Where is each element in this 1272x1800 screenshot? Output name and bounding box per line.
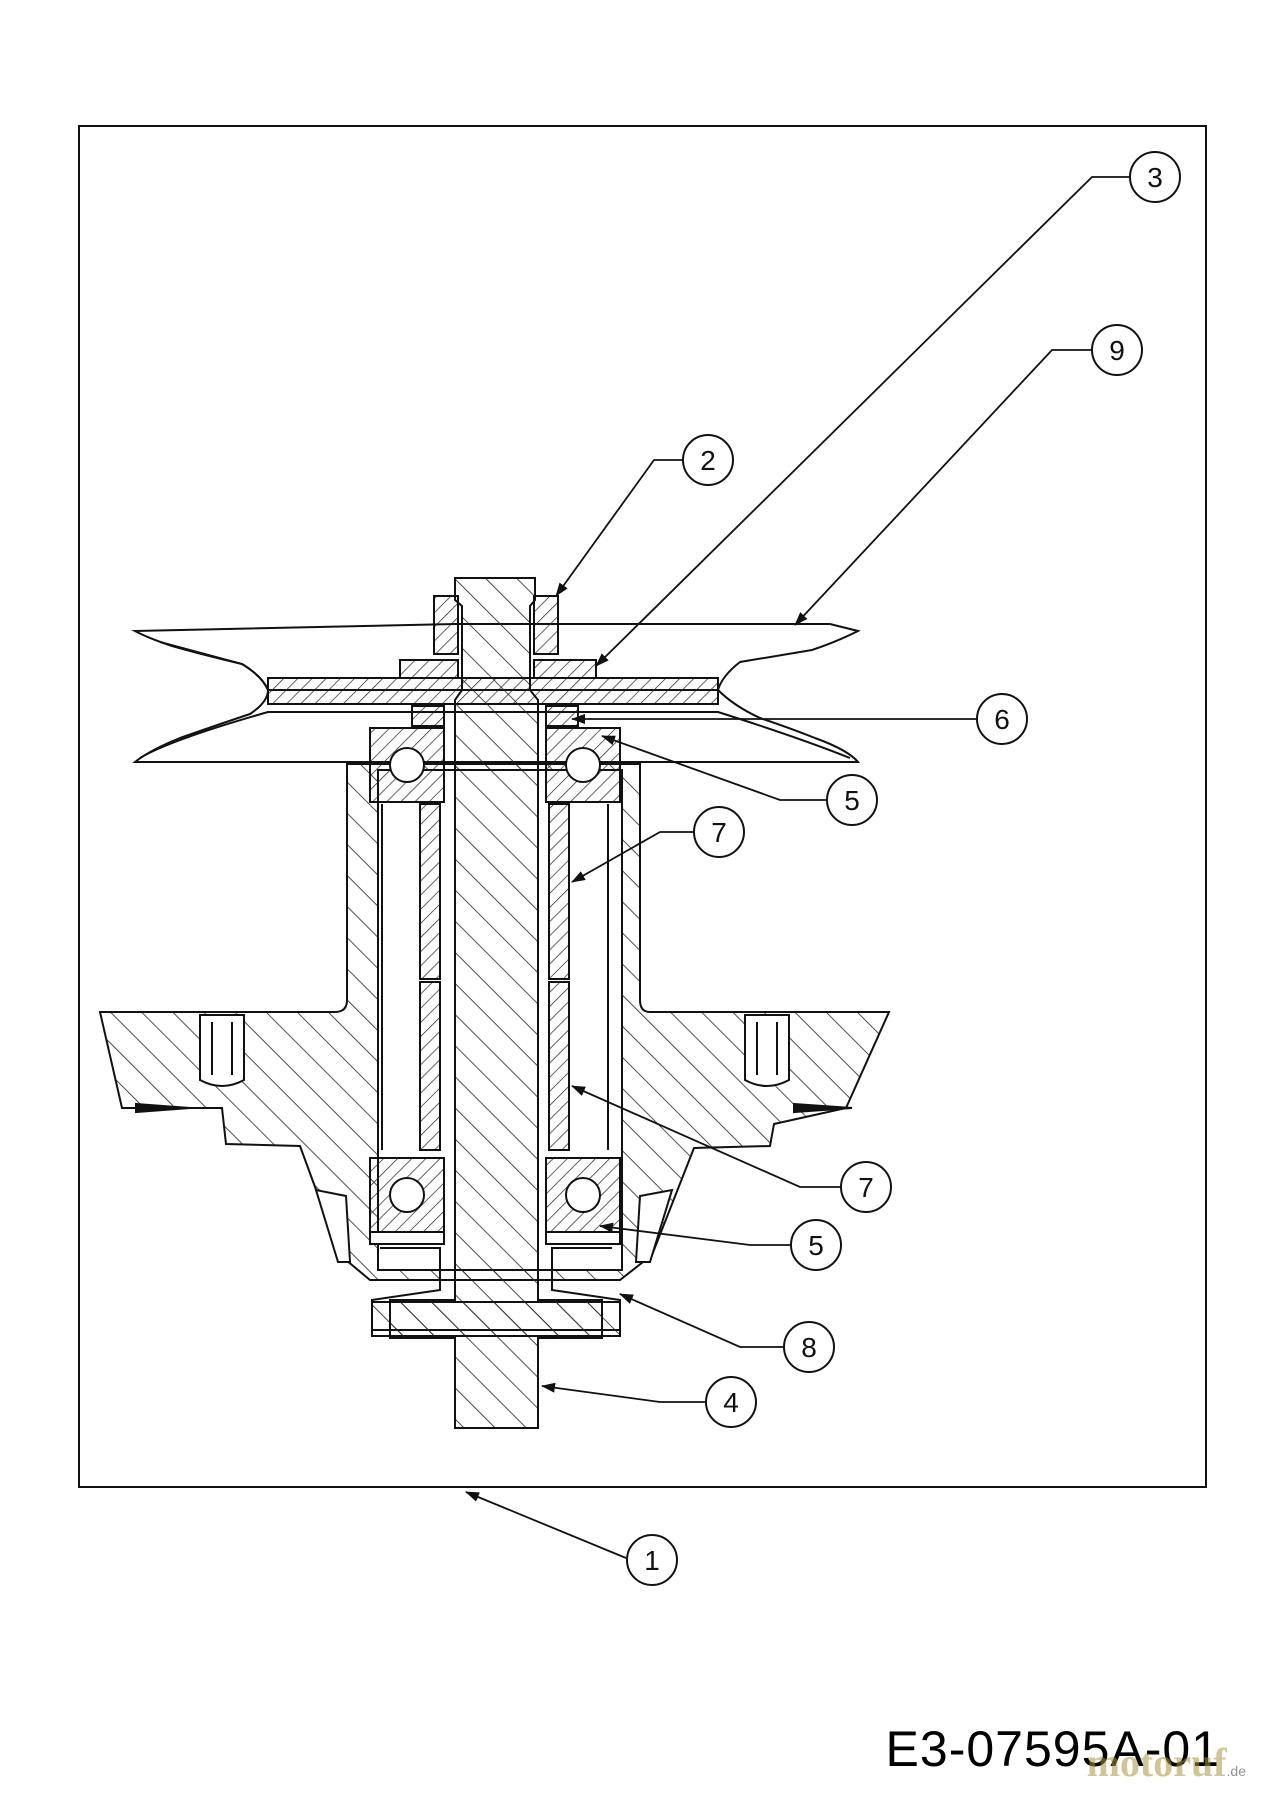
- callout-circle: [826, 774, 878, 826]
- leader-line: [595, 176, 1130, 667]
- callout-circle: [976, 693, 1028, 745]
- leader-line: [555, 459, 683, 597]
- spacer-sleeves: [381, 803, 609, 1151]
- callout-circle: [1091, 324, 1143, 376]
- callout-circle: [790, 1219, 842, 1271]
- callout-circle: [682, 434, 734, 486]
- lower-bearings: [369, 1157, 621, 1245]
- leader-line: [599, 1222, 791, 1246]
- leader-line: [794, 349, 1092, 626]
- callout-label: 2: [700, 445, 716, 476]
- callout-5: 5: [601, 735, 878, 826]
- callout-label: 4: [723, 1387, 739, 1418]
- motoruf-watermark: motoruf.de: [1087, 1739, 1246, 1786]
- callout-circle: [783, 1321, 835, 1373]
- assembly-frame: [78, 125, 1207, 1488]
- callout-3: 3: [595, 151, 1181, 667]
- callout-circle: [1129, 151, 1181, 203]
- callout-label: 8: [801, 1332, 817, 1363]
- callout-label: 3: [1147, 162, 1163, 193]
- callout-circle: [705, 1376, 757, 1428]
- leader-line: [571, 1085, 841, 1188]
- leader-line: [541, 1382, 706, 1403]
- leader-line: [619, 1293, 784, 1348]
- callout-7: 7: [571, 1085, 892, 1213]
- callout-7: 7: [571, 806, 745, 883]
- upper-nut-washer: [399, 595, 597, 727]
- callout-9: 9: [794, 324, 1143, 626]
- drawing-code: E3-07595A-01: [885, 1721, 1220, 1777]
- callout-6: 6: [571, 693, 1028, 745]
- callout-label: 7: [711, 817, 727, 848]
- callout-8: 8: [619, 1293, 835, 1373]
- callout-2: 2: [555, 434, 734, 597]
- spindle-shaft: [389, 577, 603, 1429]
- callout-label: 7: [858, 1172, 874, 1203]
- callout-circle: [626, 1534, 678, 1586]
- leader-line: [601, 735, 827, 801]
- callout-label: 1: [644, 1545, 660, 1576]
- callout-label: 6: [994, 704, 1010, 735]
- leader-line: [571, 831, 694, 883]
- callout-4: 4: [541, 1376, 757, 1428]
- callout-circle: [840, 1161, 892, 1213]
- leader-1: [465, 1491, 627, 1559]
- watermark-brand: motoruf: [1086, 1740, 1227, 1785]
- watermark-suffix: .de: [1226, 1763, 1246, 1779]
- callout-label: 5: [844, 785, 860, 816]
- callout-layer: 3 9 2 6 5 7 7 5 8 4 1: [541, 151, 1181, 1586]
- callout-label: 9: [1109, 335, 1125, 366]
- callout-1: 1: [626, 1534, 678, 1586]
- callout-5: 5: [599, 1219, 842, 1271]
- callout-circle: [693, 806, 745, 858]
- callout-label: 5: [808, 1230, 824, 1261]
